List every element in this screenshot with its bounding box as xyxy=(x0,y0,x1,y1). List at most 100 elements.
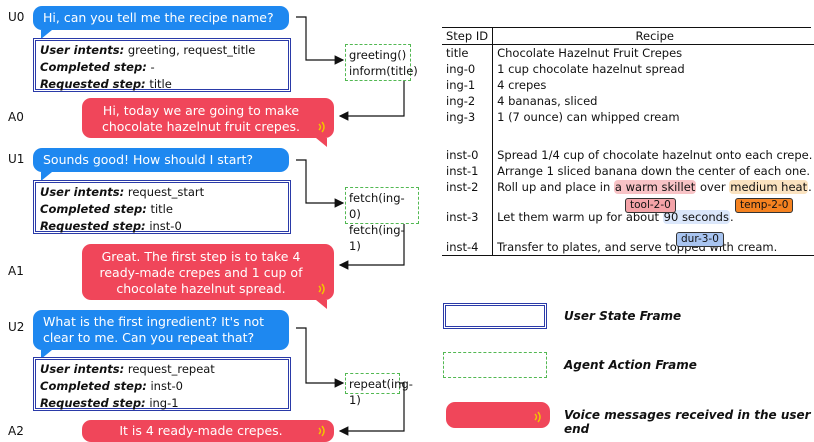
legend-voice-swatch xyxy=(446,402,550,428)
arrow-u0-aaf0 xyxy=(296,16,345,65)
voice-wave-icon xyxy=(534,411,541,423)
requested-label: Requested step: xyxy=(40,219,146,233)
bubble-tail xyxy=(316,300,327,309)
table-top-rule xyxy=(442,27,811,28)
arrow-aaf0-a0 xyxy=(338,77,405,121)
completed-value: - xyxy=(150,60,155,74)
completed-label: Completed step: xyxy=(40,60,147,74)
text-segment: . xyxy=(808,180,812,194)
step-text: 4 bananas, sliced xyxy=(497,94,598,108)
bubble-tail xyxy=(316,138,327,147)
speaker-a0: A0 xyxy=(8,110,24,124)
table-spacer xyxy=(442,225,814,239)
completed-label: Completed step: xyxy=(40,379,147,393)
user-state-frame-2: User intents: request_repeat Completed s… xyxy=(33,357,291,411)
agent-message-a0: Hi, today we are going to make chocolate… xyxy=(82,98,334,138)
intents-label: User intents: xyxy=(40,362,125,376)
dur-highlight: 90 seconds xyxy=(662,210,730,224)
temp-tag: temp-2-0 xyxy=(735,198,794,213)
speaker-u2: U2 xyxy=(8,320,25,334)
legend-agent-action-swatch xyxy=(443,352,547,378)
action-line: fetch(ing-0) xyxy=(349,191,405,221)
table-row: inst-2 Roll up and place in a warm skill… xyxy=(442,179,814,195)
speaker-a1: A1 xyxy=(8,264,24,278)
agent-message-a2: It is 4 ready-made crepes. xyxy=(82,420,334,442)
agent-action-frame-1: fetch(ing-0) fetch(ing-1) xyxy=(345,187,419,253)
step-id: ing-2 xyxy=(442,93,494,109)
step-id: inst-3 xyxy=(442,209,494,225)
header-step-id: Step ID xyxy=(442,28,494,45)
action-line: greeting() xyxy=(349,48,407,62)
legend-voice-label: Voice messages received in the user end xyxy=(564,408,811,436)
arrow-u1-aaf1 xyxy=(296,159,345,208)
completed-value: inst-0 xyxy=(150,379,183,393)
agent-action-frame-0: greeting() inform(title) xyxy=(345,44,418,81)
requested-value: inst-0 xyxy=(149,219,182,233)
bubble-tail xyxy=(41,172,52,181)
header-recipe: Recipe xyxy=(492,28,814,45)
speaker-u1: U1 xyxy=(8,152,25,166)
step-text: Roll up and place in a warm skillet over… xyxy=(493,179,814,195)
agent-message-line: ready-made crepes and 1 cup of xyxy=(99,265,303,280)
legend-user-state-label: User State Frame xyxy=(564,309,682,323)
requested-label: Requested step: xyxy=(40,77,146,91)
legend-user-state-swatch xyxy=(443,303,547,329)
voice-wave-icon xyxy=(318,283,325,295)
table-header-row: Step ID Recipe xyxy=(442,28,814,45)
user-message-line: What is the first ingredient? It's not xyxy=(43,314,265,329)
voice-wave-icon xyxy=(318,425,325,437)
speaker-u0: U0 xyxy=(8,10,25,24)
step-id: ing-3 xyxy=(442,109,494,125)
agent-message-line: Hi, today we are going to make xyxy=(102,103,300,118)
agent-message-line: chocolate hazelnut fruit crepes. xyxy=(101,119,301,134)
step-text: Transfer to plates, and serve topped wit… xyxy=(497,240,778,254)
step-text: 1 cup chocolate hazelnut spread xyxy=(497,62,685,76)
table-row: inst-3 Let them warm up for about 90 sec… xyxy=(442,209,814,225)
step-id: inst-0 xyxy=(442,147,494,163)
user-message-u1: Sounds good! How should I start? xyxy=(33,148,289,172)
action-line: inform(title) xyxy=(349,64,418,78)
speaker-a2: A2 xyxy=(8,424,24,438)
requested-label: Requested step: xyxy=(40,396,146,410)
temp-highlight: medium heat xyxy=(729,180,809,194)
step-text: Arrange 1 sliced banana down the center … xyxy=(497,164,811,178)
intents-label: User intents: xyxy=(40,43,125,57)
step-text: Spread 1/4 cup of chocolate hazelnut ont… xyxy=(497,148,813,162)
user-message-text: Hi, can you tell me the recipe name? xyxy=(43,10,274,25)
agent-message-line: Great. The first step is to take 4 xyxy=(101,249,301,264)
step-id: title xyxy=(442,44,494,61)
user-message-text: Sounds good! How should I start? xyxy=(43,152,254,167)
agent-message-line: chocolate hazelnut spread. xyxy=(116,281,286,296)
text-segment: Let them warm up for about xyxy=(497,210,663,224)
text-segment: . xyxy=(729,210,734,224)
intents-label: User intents: xyxy=(40,185,125,199)
user-message-u2: What is the first ingredient? It's not c… xyxy=(33,310,289,350)
user-state-frame-1: User intents: request_start Completed st… xyxy=(33,180,291,234)
step-id: inst-2 xyxy=(442,179,494,195)
table-spacer xyxy=(442,195,814,209)
text-segment: Roll up and place in xyxy=(497,180,614,194)
action-line: fetch(ing-1) xyxy=(349,223,405,253)
requested-value: title xyxy=(149,77,172,91)
step-id: inst-1 xyxy=(442,163,494,179)
intents-value: request_start xyxy=(127,185,205,199)
step-text: 1 (7 ounce) can whipped cream xyxy=(497,110,680,124)
text-segment: over xyxy=(696,180,730,194)
tool-highlight: a warm skillet xyxy=(613,180,697,194)
arrow-u2-aaf2 xyxy=(296,327,345,388)
agent-message-a1: Great. The first step is to take 4 ready… xyxy=(82,244,334,300)
intents-value: request_repeat xyxy=(127,362,215,376)
completed-label: Completed step: xyxy=(40,202,147,216)
requested-value: ing-1 xyxy=(149,396,179,410)
user-state-frame-0: User intents: greeting, request_title Co… xyxy=(33,38,291,92)
bubble-tail xyxy=(41,30,52,39)
step-id: ing-1 xyxy=(442,77,494,93)
bubble-tail xyxy=(41,350,52,359)
agent-action-frame-2: repeat(ing-1) xyxy=(345,373,413,407)
